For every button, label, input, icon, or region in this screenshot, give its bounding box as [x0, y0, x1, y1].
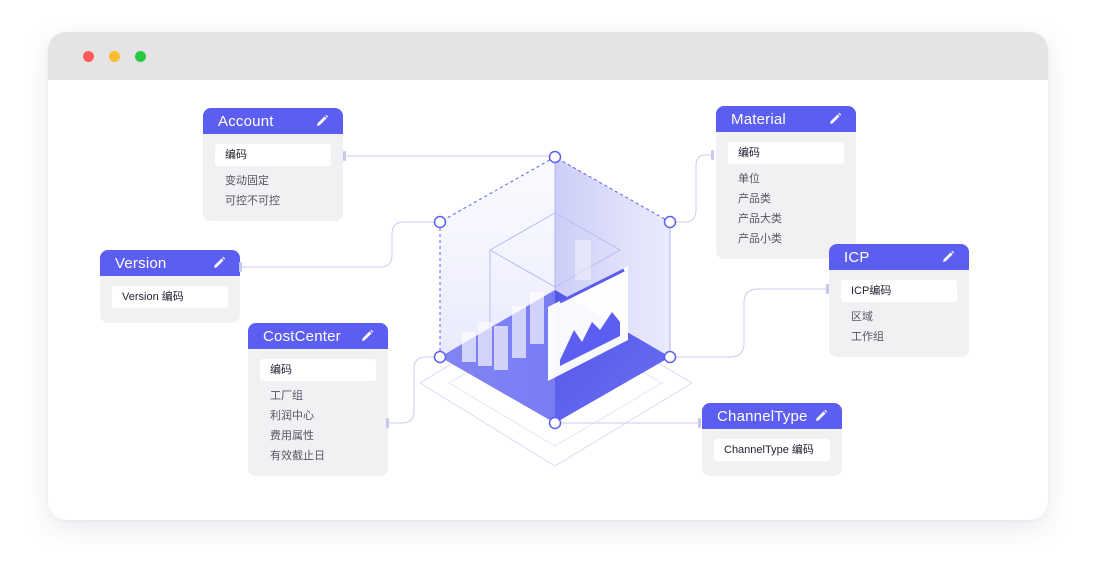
card-header: CostCenter	[248, 323, 388, 349]
card-header: ChannelType	[702, 403, 842, 429]
entity-card-account[interactable]: Account 编码 变动固定 可控不可控	[203, 108, 343, 221]
card-header: Account	[203, 108, 343, 134]
cube-chart-illustration	[433, 150, 677, 430]
entity-card-material[interactable]: Material 编码 单位 产品类 产品大类 产品小类	[716, 106, 856, 259]
connector-icp	[670, 288, 829, 358]
pencil-icon[interactable]	[941, 250, 955, 264]
attribute-item: 产品小类	[738, 233, 782, 245]
attribute-item: 单位	[738, 173, 760, 185]
maximize-window-button[interactable]	[135, 51, 146, 62]
attribute-item: 产品类	[738, 193, 771, 205]
pencil-icon[interactable]	[212, 256, 226, 270]
key-field: 编码	[215, 144, 331, 166]
mini-bars	[462, 240, 591, 370]
key-field: 编码	[260, 359, 376, 381]
connector-version	[242, 221, 440, 268]
connector-port	[711, 150, 714, 160]
attribute-item: 可控不可控	[225, 195, 280, 207]
pencil-icon[interactable]	[828, 112, 842, 126]
connector-port	[343, 151, 346, 161]
attribute-item: 区域	[851, 311, 873, 323]
card-header: ICP	[829, 244, 969, 270]
attribute-item: 工作组	[851, 331, 884, 343]
entity-card-icp[interactable]: ICP ICP编码 区域 工作组	[829, 244, 969, 357]
pencil-icon[interactable]	[315, 114, 329, 128]
connector-material	[670, 154, 713, 223]
minimize-window-button[interactable]	[109, 51, 120, 62]
key-field: ICP编码	[841, 280, 957, 302]
card-title: ChannelType	[717, 407, 808, 425]
entity-card-costcenter[interactable]: CostCenter 编码 工厂组 利润中心 费用属性 有效截止日	[248, 323, 388, 476]
key-field: ChannelType 编码	[714, 439, 830, 461]
card-title: CostCenter	[263, 327, 341, 345]
cube-vertex-handles	[433, 150, 677, 430]
entity-card-version[interactable]: Version Version 编码	[100, 250, 240, 323]
attribute-item: 有效截止日	[270, 450, 325, 462]
card-title: Version	[115, 254, 167, 272]
window-titlebar	[48, 32, 1048, 80]
connector-costcenter	[389, 356, 440, 424]
key-field: Version 编码	[112, 286, 228, 308]
cube-wireframe	[439, 156, 671, 357]
connector-lines	[242, 154, 829, 424]
pencil-icon[interactable]	[814, 409, 828, 423]
card-title: Material	[731, 110, 786, 128]
entity-card-channeltype[interactable]: ChannelType ChannelType 编码	[702, 403, 842, 476]
card-title: Account	[218, 112, 274, 130]
connector-port	[239, 262, 242, 272]
connector-port	[698, 418, 701, 428]
card-header: Version	[100, 250, 240, 276]
card-header: Material	[716, 106, 856, 132]
close-window-button[interactable]	[83, 51, 94, 62]
key-field: 编码	[728, 142, 844, 164]
connector-port	[386, 418, 389, 428]
attribute-item: 费用属性	[270, 430, 314, 442]
attribute-item: 产品大类	[738, 213, 782, 225]
chart-panel	[548, 266, 628, 381]
attribute-item: 变动固定	[225, 175, 269, 187]
pencil-icon[interactable]	[360, 329, 374, 343]
connector-port	[826, 284, 829, 294]
attribute-item: 利润中心	[270, 410, 314, 422]
card-title: ICP	[844, 248, 870, 266]
attribute-item: 工厂组	[270, 390, 303, 402]
